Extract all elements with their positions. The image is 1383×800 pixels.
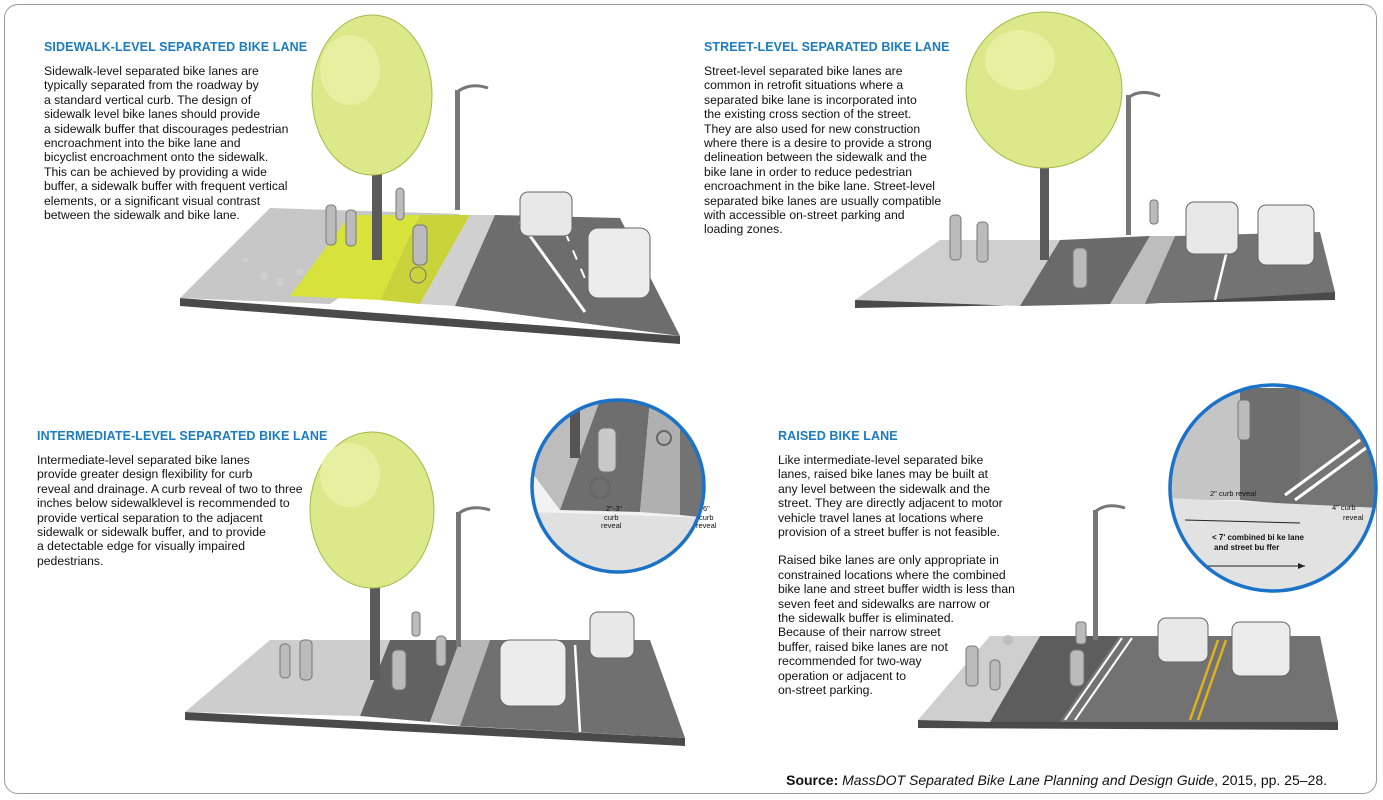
- callout2-width-line1: < 7' combined bi ke lane: [1212, 533, 1304, 542]
- panel-title: STREET-LEVEL SEPARATED BIKE LANE: [704, 40, 950, 54]
- panel-raised: RAISED BIKE LANE Like intermediate-level…: [778, 429, 1018, 698]
- intermediate-level-illustration: [185, 431, 685, 746]
- panel-street-level: STREET-LEVEL SEPARATED BIKE LANE Street-…: [704, 40, 950, 237]
- panel-title: INTERMEDIATE-LEVEL SEPARATED BIKE LANE: [37, 429, 328, 443]
- panel-sidewalk-level: SIDEWALK-LEVEL SEPARATED BIKE LANE Sidew…: [44, 40, 308, 223]
- callout1-left-value: 2"-3": [606, 504, 623, 513]
- source-prefix: Source:: [786, 772, 843, 788]
- panel-intermediate-level: INTERMEDIATE-LEVEL SEPARATED BIKE LANE I…: [37, 429, 328, 568]
- panel-body: Like intermediate-level separated bike l…: [778, 453, 1003, 540]
- raised-curb-reveal-callout: [1168, 383, 1378, 593]
- panel-body-secondary: Raised bike lanes are only appropriate i…: [778, 553, 1015, 698]
- sidewalk-level-illustration: [180, 14, 680, 344]
- panel-body: Intermediate-level separated bike lanes …: [37, 453, 303, 568]
- panel-body: Street-level separated bike lanes are co…: [704, 64, 942, 237]
- panel-body: Sidewalk-level separated bike lanes are …: [44, 64, 289, 223]
- intermediate-curb-reveal-callout: [530, 398, 706, 574]
- callout2-right-value: 4" curb: [1332, 503, 1356, 512]
- callout2-left-label: 2" curb reveal: [1210, 489, 1256, 498]
- street-level-illustration: [855, 11, 1335, 308]
- source-suffix: , 2015, pp. 25–28.: [1214, 772, 1327, 788]
- raised-level-illustration: [918, 504, 1338, 730]
- callout2-right-label: reveal: [1343, 513, 1364, 522]
- panel-title: SIDEWALK-LEVEL SEPARATED BIKE LANE: [44, 40, 308, 54]
- source-title: MassDOT Separated Bike Lane Planning and…: [842, 772, 1215, 788]
- source-citation: Source: MassDOT Separated Bike Lane Plan…: [786, 772, 1327, 788]
- callout2-width-line2: and street bu ffer: [1214, 543, 1279, 552]
- panel-title: RAISED BIKE LANE: [778, 429, 898, 443]
- callout1-right-value: 6": [703, 504, 710, 513]
